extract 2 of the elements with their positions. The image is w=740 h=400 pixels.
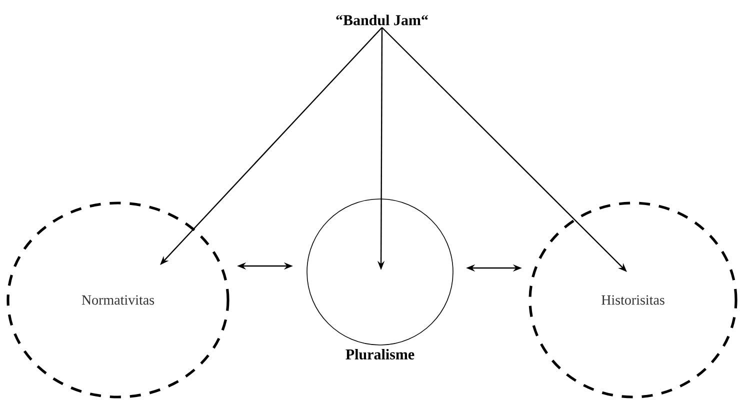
node-label: Pluralisme: [346, 348, 414, 360]
title-text: “Bandul Jam“: [336, 14, 428, 26]
